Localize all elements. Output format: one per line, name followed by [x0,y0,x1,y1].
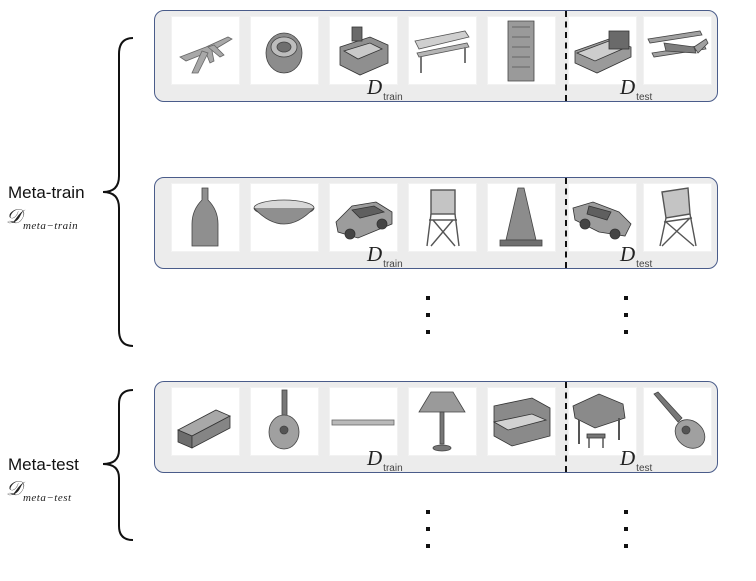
biplane-icon [643,16,712,85]
folding-chair-icon [643,183,712,252]
bottle-icon [171,183,240,252]
continuation-dots [426,296,432,347]
meta-train-brace [102,37,134,347]
cone-icon [487,183,556,252]
guitar-icon [643,387,712,456]
lamp-icon [408,387,477,456]
bowl-icon [250,183,319,252]
grand-piano-icon [568,387,637,456]
continuation-dots [624,510,630,561]
train-test-divider [565,11,567,101]
folding-chair-icon [408,183,477,252]
train-test-divider [565,382,567,472]
box-icon [171,387,240,456]
plank-icon [329,387,398,456]
d-train-label: Dtrain [367,75,403,103]
piano-icon [487,387,556,456]
meta-train-set-symbol: 𝒟meta−train [6,206,79,232]
meta-test-task-row-1: Dtrain Dtest [154,381,718,474]
car-icon [568,183,637,252]
bookshelf-icon [487,16,556,85]
meta-train-label: Meta-train [8,183,85,202]
toilet-icon [250,16,319,85]
meta-test-label: Meta-test [8,455,79,474]
meta-train-task-row-1: Dtrain Dtest [154,10,718,103]
d-train-label: Dtrain [367,242,403,270]
d-train-label: Dtrain [367,446,403,474]
guitar-icon [250,387,319,456]
d-test-label: Dtest [620,446,653,474]
meta-test-brace [102,389,134,541]
d-test-label: Dtest [620,75,653,103]
bed-icon [568,16,637,85]
continuation-dots [426,510,432,561]
train-test-divider [565,178,567,268]
sofa-bed-icon [329,16,398,85]
meta-train-task-row-2: Dtrain Dtest [154,177,718,270]
bench-icon [408,16,477,85]
continuation-dots [624,296,630,347]
meta-test-set-symbol: 𝒟meta−test [6,478,72,504]
car-icon [329,183,398,252]
d-test-label: Dtest [620,242,653,270]
airplane-icon [171,16,240,85]
